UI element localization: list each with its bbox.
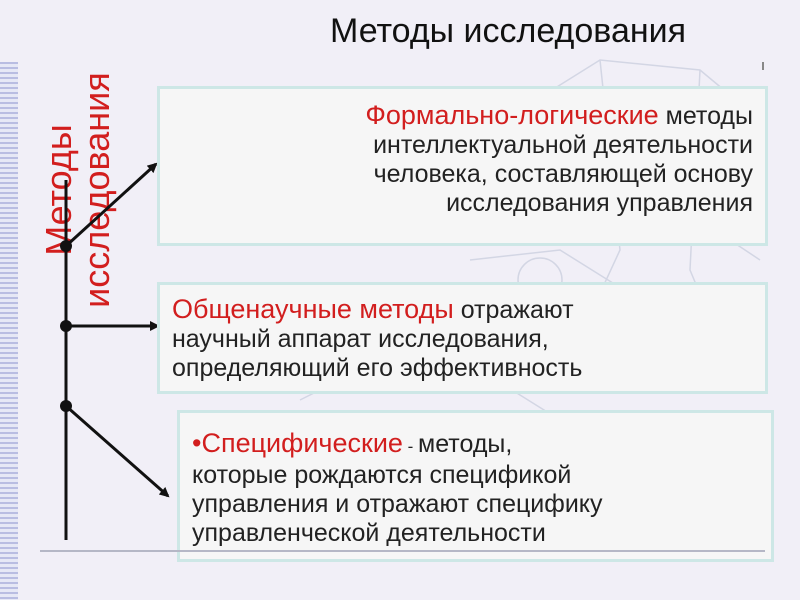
box3-dash: -: [402, 437, 419, 456]
box3-bullet: •: [192, 428, 202, 458]
left-stripe-decoration: [0, 62, 18, 600]
box1-line-3: исследования управления: [446, 189, 753, 217]
box1-line-1: интеллектуальной деятельности: [373, 131, 753, 159]
slide-title: Методы исследования: [330, 12, 687, 50]
box1-first-line: Формально-логические методы: [168, 101, 753, 131]
box2-line-2: определяющий его эффективность: [172, 354, 583, 382]
box3-line-3: управленческой деятельности: [192, 519, 546, 547]
box1-heading: Формально-логические: [365, 100, 659, 130]
box1-heading-rest: методы: [658, 102, 753, 130]
bottom-divider: [40, 550, 765, 552]
box2-line-1: научный аппарат исследования,: [172, 325, 549, 353]
arrow-to-formal-logical: [64, 162, 158, 248]
node-dot-3: [60, 400, 72, 412]
title-tick: [762, 62, 764, 70]
box2-heading-rest: отражают: [453, 296, 574, 324]
formal-logical-methods-box: Формально-логические методы интеллектуал…: [157, 86, 768, 246]
box3-heading-rest: методы,: [418, 430, 513, 458]
box3-first-line: •Специфические - методы,: [192, 429, 771, 461]
box2-heading: Общенаучные методы: [172, 294, 454, 324]
arrow-to-specific: [65, 404, 170, 498]
box1-line-2: человека, составляющей основу: [373, 160, 753, 188]
box2-first-line: Общенаучные методы отражают: [172, 295, 765, 325]
specific-methods-box: •Специфические - методы, которые рождают…: [177, 410, 774, 562]
box3-heading: Специфические: [201, 428, 403, 458]
box3-line-2: управления и отражают специфику: [192, 490, 603, 518]
node-dot-1: [60, 240, 72, 252]
box3-line-1: которые рождаются спецификой: [192, 461, 572, 489]
general-scientific-methods-box: Общенаучные методы отражают научный аппа…: [157, 282, 768, 394]
node-dot-2: [60, 320, 72, 332]
